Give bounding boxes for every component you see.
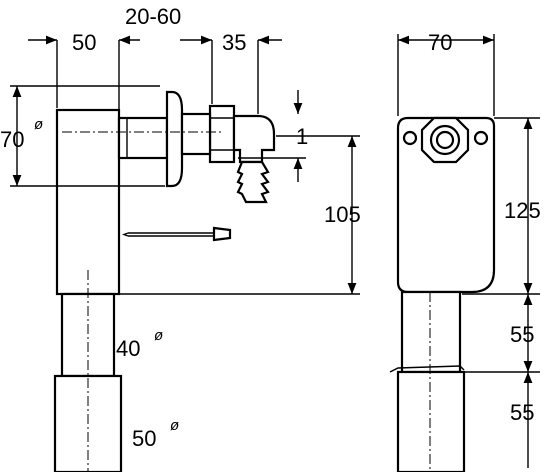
dim-125: 125 [504,198,541,223]
diameter-symbol: ø [170,417,179,434]
screw [122,226,232,242]
elbow [232,114,276,164]
front-lower-pipe [400,290,462,374]
dim-50-diameter: 50 [132,426,156,451]
front-body [396,116,496,294]
side-view: 50 20-60 35 70 ø 1 105 40 ø 50 ø [0,4,361,472]
dim-front-70: 70 [428,30,452,55]
dim-front-55-upper: 55 [510,322,534,347]
horizontal-tube [117,116,169,160]
dim-20-60: 20-60 [125,4,181,29]
dim-front-55-lower: 55 [510,400,534,425]
dim-35: 35 [222,30,246,55]
dim-70-diameter: 70 [0,127,24,152]
diameter-symbol: ø [34,116,43,133]
dim-105: 105 [324,202,361,227]
mount-hole-left [402,130,418,146]
hose-barb [236,160,270,204]
dim-50: 50 [72,30,96,55]
mount-hole-right [473,130,489,146]
dim-40-diameter: 40 [116,336,140,361]
union-nut [208,104,236,164]
vertical-body [55,108,121,296]
diameter-symbol: ø [154,327,163,344]
front-bottom-sleeve [396,370,466,472]
wall-flange [165,90,184,188]
dim-1: 1 [296,124,308,149]
front-view: 70 125 55 55 [389,30,541,472]
